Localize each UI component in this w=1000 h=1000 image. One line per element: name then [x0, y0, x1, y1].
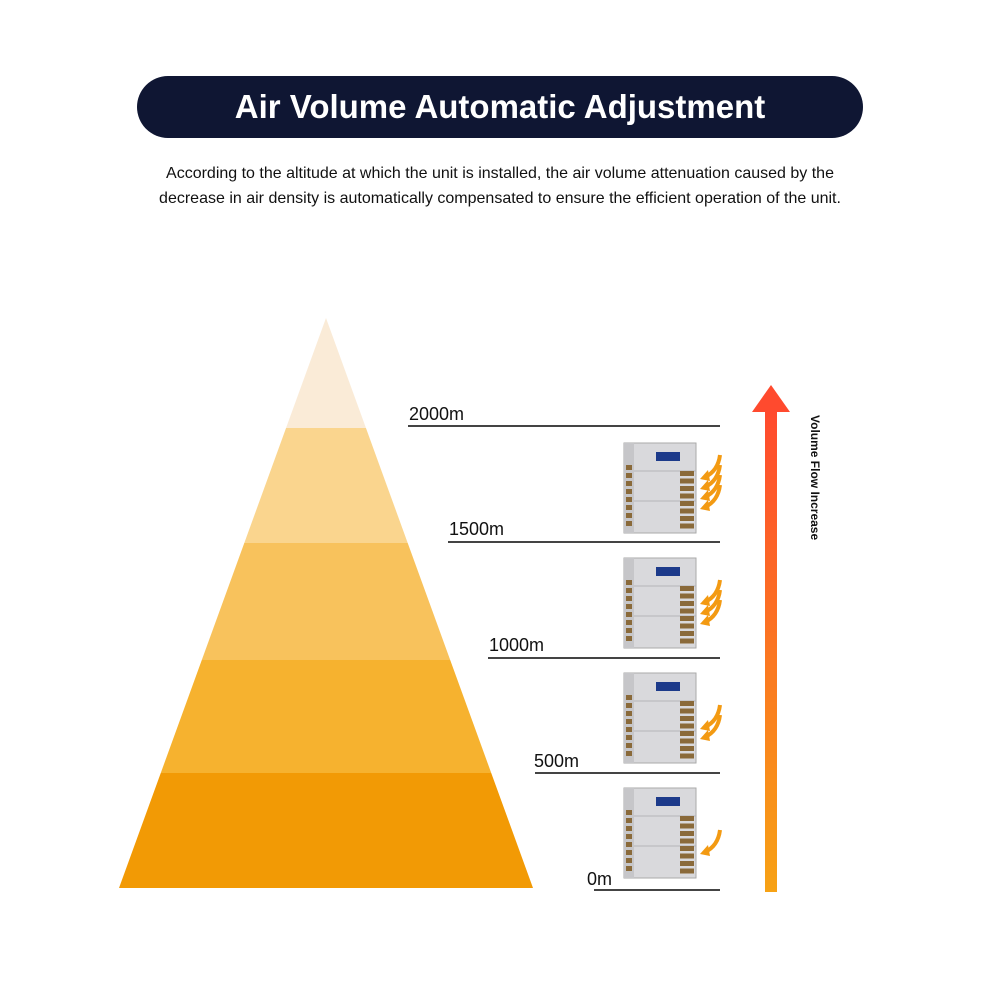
altitude-lines	[408, 425, 720, 891]
level-label-1500m: 1500m	[449, 519, 505, 539]
airflow-arrow-icon	[700, 599, 722, 626]
airflow-arrow-icon	[700, 704, 722, 731]
altitude-pyramid	[119, 318, 533, 888]
pyramid-band	[160, 660, 492, 773]
brand-logo	[656, 797, 680, 806]
airflow-arrow-icon	[700, 714, 722, 741]
pyramid-band	[119, 773, 533, 888]
description: According to the altitude at which the u…	[159, 165, 841, 207]
outdoor-unit	[623, 442, 722, 534]
airflow-arrow-icon	[700, 464, 722, 491]
outdoor-unit	[623, 787, 722, 879]
brand-logo	[656, 567, 680, 576]
outdoor-unit	[623, 672, 722, 764]
airflow-arrow-icon	[700, 579, 722, 606]
airflow-arrow-icon	[700, 454, 722, 481]
page-title: Air Volume Automatic Adjustment	[137, 76, 863, 138]
volume-flow-arrow	[752, 385, 790, 892]
airflow-arrow-icon	[700, 474, 722, 501]
pyramid-band	[286, 318, 366, 428]
airflow-arrow-icon	[700, 484, 722, 511]
pyramid-band	[244, 428, 408, 543]
brand-logo	[656, 452, 680, 461]
brand-logo	[656, 682, 680, 691]
level-label-2000m: 2000m	[409, 404, 465, 424]
level-label-1000m: 1000m	[489, 635, 545, 655]
airflow-arrow-icon	[700, 589, 722, 616]
airflow-arrow-icon	[700, 829, 722, 856]
outdoor-unit	[623, 557, 722, 649]
pyramid-band	[201, 543, 451, 660]
level-label-500m: 500m	[534, 751, 580, 771]
volume-flow-label: Volume Flow Increase	[808, 415, 822, 541]
level-label-0m: 0m	[587, 869, 613, 889]
